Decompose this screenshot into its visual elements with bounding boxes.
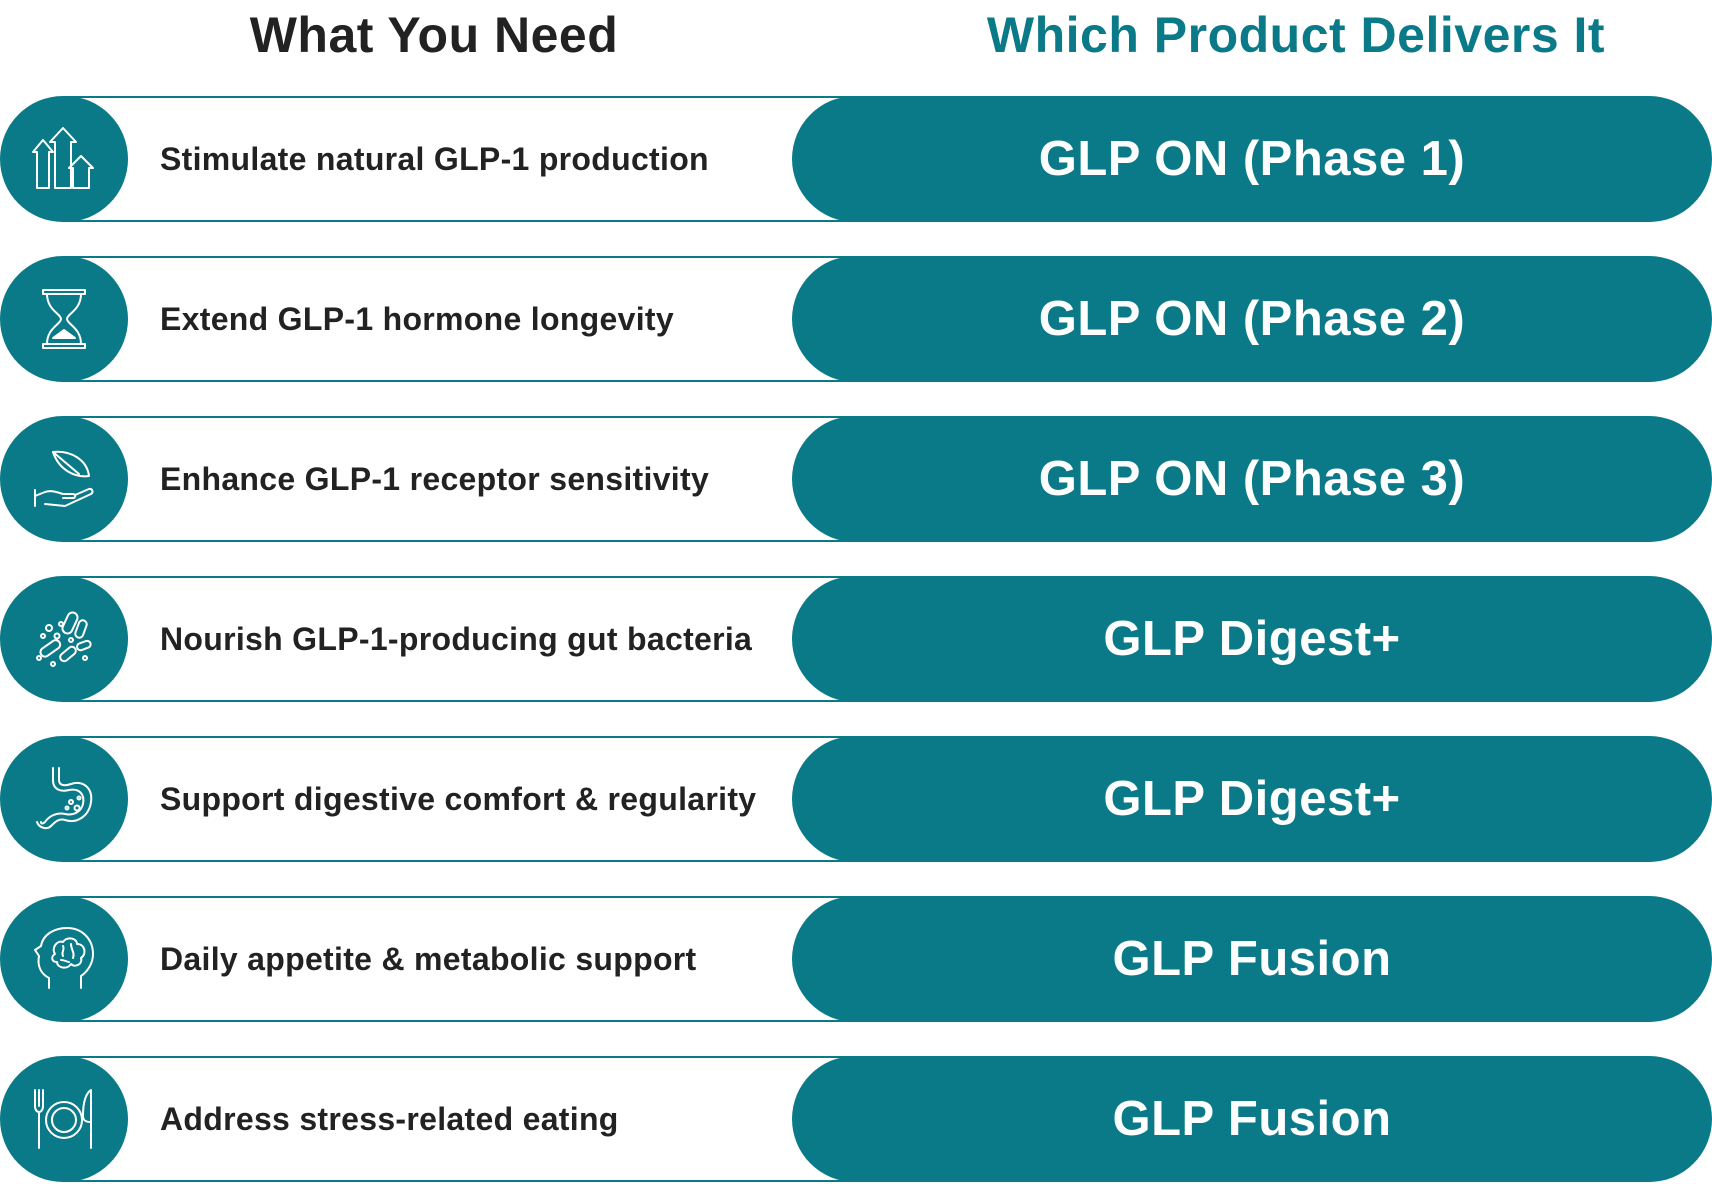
hand-leaf-icon <box>0 416 128 542</box>
table-row: Stimulate natural GLP-1 production GLP O… <box>0 96 1712 222</box>
need-text: Address stress-related eating <box>160 1101 619 1137</box>
need-cell <box>64 256 864 382</box>
need-cell <box>64 576 864 702</box>
table-row: Support digestive comfort & regularity G… <box>0 736 1712 862</box>
product-pill: GLP Digest+ <box>792 576 1712 702</box>
product-pill: GLP ON (Phase 3) <box>792 416 1712 542</box>
need-text: Nourish GLP-1-producing gut bacteria <box>160 621 753 657</box>
growth-arrows-icon <box>0 96 128 222</box>
need-text: Enhance GLP-1 receptor sensitivity <box>160 461 710 497</box>
need-cell <box>64 416 864 542</box>
which-product-heading: Which Product Delivers It <box>986 7 1606 63</box>
product-pill: GLP Fusion <box>792 896 1712 1022</box>
product-pill: GLP Fusion <box>792 1056 1712 1182</box>
table-row: Daily appetite & metabolic support GLP F… <box>0 896 1712 1022</box>
table-row: Nourish GLP-1-producing gut bacteria GLP… <box>0 576 1712 702</box>
need-cell <box>64 736 864 862</box>
bacteria-icon <box>0 576 128 702</box>
what-you-need-heading: What You Need <box>249 7 619 63</box>
head-brain-icon <box>0 896 128 1022</box>
need-text: Support digestive comfort & regularity <box>160 781 757 817</box>
stomach-icon <box>0 736 128 862</box>
product-pill: GLP ON (Phase 1) <box>792 96 1712 222</box>
need-text: Stimulate natural GLP-1 production <box>160 141 709 177</box>
need-cell <box>64 1056 864 1182</box>
table-row: Extend GLP-1 hormone longevity GLP ON (P… <box>0 256 1712 382</box>
table-row: Address stress-related eating GLP Fusion <box>0 1056 1712 1182</box>
plate-cutlery-icon <box>0 1056 128 1182</box>
hourglass-icon <box>0 256 128 382</box>
product-pill: GLP ON (Phase 2) <box>792 256 1712 382</box>
need-text: Daily appetite & metabolic support <box>160 941 697 977</box>
need-cell <box>64 96 864 222</box>
need-cell <box>64 896 864 1022</box>
product-pill: GLP Digest+ <box>792 736 1712 862</box>
need-text: Extend GLP-1 hormone longevity <box>160 301 674 337</box>
table-header: What You Need Which Product Delivers It <box>0 0 1712 80</box>
table-row: Enhance GLP-1 receptor sensitivity GLP O… <box>0 416 1712 542</box>
